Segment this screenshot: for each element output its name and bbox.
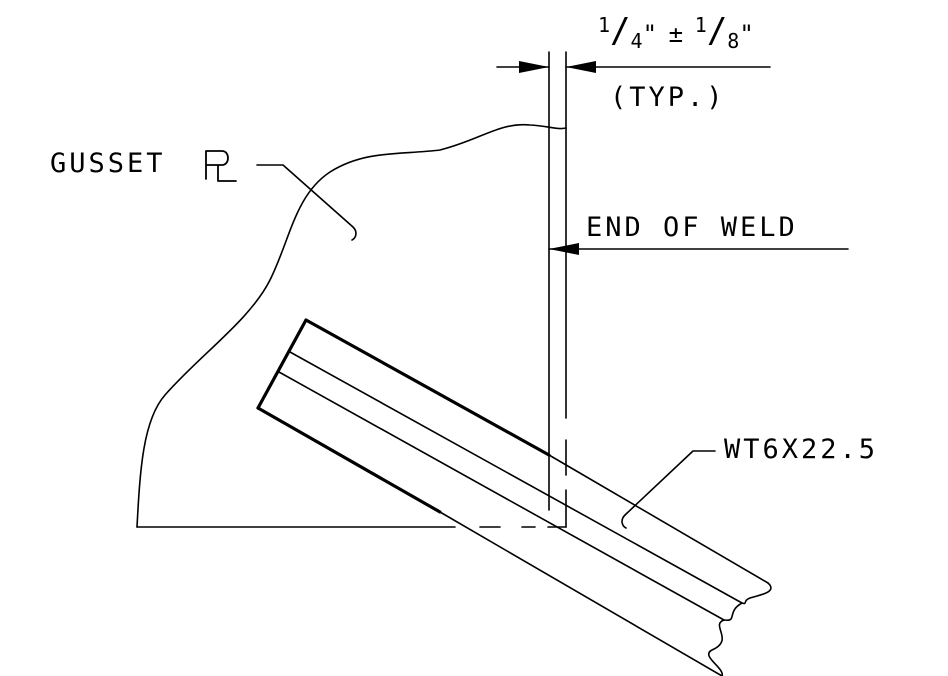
dimension-arrow-left [519, 61, 549, 73]
member-text: WT6X22.5 [724, 434, 879, 465]
end-of-weld-arrow [549, 243, 579, 255]
gusset-text: GUSSET [50, 148, 166, 179]
gusset-plate-outline [136, 123, 567, 528]
dimension-text: 1/4" ± 1/8" [598, 11, 756, 53]
member-label: WT6X22.5 [724, 436, 878, 463]
dimension-b-numerator: 1 [694, 13, 707, 37]
end-of-weld-text: END OF WELD [586, 212, 798, 243]
end-of-weld-label: END OF WELD [586, 214, 798, 241]
member-stem-line-1 [289, 351, 743, 604]
member-top-edge-weld [304, 318, 551, 457]
member-break-line-upper [741, 582, 772, 605]
dimension-inch-mark: " [642, 20, 660, 48]
dimension-arrow-right [566, 61, 596, 73]
typical-text: (TYP.) [610, 82, 726, 113]
member-break-line-lower [708, 602, 743, 676]
dimension-a-numerator: 1 [598, 13, 611, 37]
member-leader [621, 450, 716, 529]
gusset-leader [256, 164, 357, 241]
dimension-a-denominator: 4 [630, 29, 643, 53]
member-end-edge [256, 318, 308, 410]
plate-symbol-icon [205, 150, 237, 182]
dimension-plus-minus: ± [668, 20, 686, 48]
gusset-label: GUSSET [50, 150, 166, 177]
member-stem-line-2 [278, 371, 725, 621]
member-top-edge [548, 454, 769, 584]
dimension-b-denominator: 8 [727, 29, 740, 53]
dimension-inch-mark-2: " [739, 20, 756, 48]
typical-label: (TYP.) [610, 84, 726, 111]
member-bottom-edge-weld [256, 406, 442, 514]
member-bottom-edge [439, 511, 723, 676]
